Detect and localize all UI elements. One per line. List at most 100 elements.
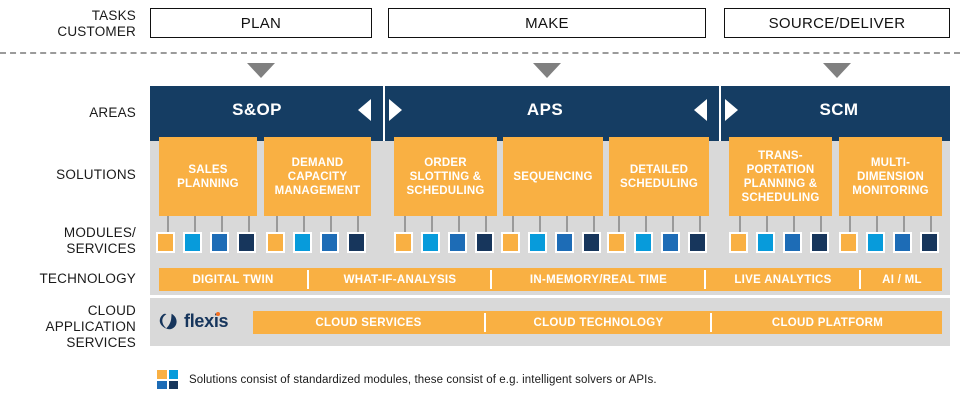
module-connector-line [903,216,905,232]
module-square[interactable] [319,232,339,253]
area-divider-line-2 [719,86,721,141]
module-square[interactable] [838,232,858,253]
module-square[interactable] [292,232,312,253]
solution-order-slotting-scheduling[interactable]: ORDER SLOTTING & SCHEDULING [394,137,497,216]
customer-task-make[interactable]: MAKE [388,8,706,38]
module-connector-line [617,216,620,232]
area-divider-line-1 [383,86,385,141]
module-square[interactable] [688,232,707,253]
flow-arrow-make [533,63,561,78]
module-connector-line [849,216,851,232]
technology-live-analytics[interactable]: LIVE ANALYTICS [707,268,859,291]
module-square[interactable] [346,232,366,253]
customer-task-source-deliver[interactable]: SOURCE/DELIVER [724,8,950,38]
module-square[interactable] [501,232,520,253]
module-connector-line [565,216,568,232]
cloud-services[interactable]: CLOUD SERVICES [253,311,484,334]
module-square[interactable] [582,232,601,253]
module-square[interactable] [265,232,285,253]
flexis-wordmark-text: flexis [184,311,229,331]
module-connector-line [357,216,359,232]
legend-swatch-2 [157,380,167,389]
legend-swatch-1 [168,370,178,379]
legend-text: Solutions consist of standardized module… [189,373,657,386]
section-divider-dashed [0,52,960,54]
row-label-modules-services: MODULES/ SERVICES [63,225,136,256]
module-square[interactable] [210,232,229,253]
module-connector-line [766,216,768,232]
area-arrow-right-2 [725,99,738,121]
legend-swatch-icon [157,370,178,389]
module-connector-line [276,216,278,232]
module-square[interactable] [755,232,775,253]
module-square[interactable] [892,232,912,253]
technology-in-memory-real-time[interactable]: IN-MEMORY/REAL TIME [493,268,704,291]
module-connector-line [431,216,433,232]
cloud-separator-2 [710,313,712,332]
row-label-areas: AREAS [89,105,136,120]
module-connector-line [739,216,741,232]
legend: Solutions consist of standardized module… [157,370,657,389]
module-connector-line [671,216,674,232]
row-label-tasks-customer: TASKS CUSTOMER [57,8,136,39]
module-square[interactable] [237,232,256,253]
technology-what-if-analysis[interactable]: WHAT-IF-ANALYSIS [310,268,490,291]
module-square[interactable] [782,232,802,253]
module-square[interactable] [528,232,547,253]
module-square[interactable] [919,232,939,253]
module-square[interactable] [420,232,440,253]
areas-band [150,86,950,141]
module-square[interactable] [865,232,885,253]
module-square[interactable] [393,232,413,253]
module-connector-line [193,216,196,232]
module-connector-line [220,216,223,232]
area-arrow-left-2 [694,99,707,121]
technology-separator-1 [307,270,309,289]
module-connector-line [820,216,822,232]
technology-ai-ml[interactable]: AI / ML [862,268,942,291]
row-label-cloud-application-services: CLOUD APPLICATION SERVICES [45,303,136,350]
module-connector-line [592,216,595,232]
module-connector-line [330,216,332,232]
solution-demand-capacity-management[interactable]: DEMAND CAPACITY MANAGEMENT [264,137,371,216]
technology-separator-3 [704,270,706,289]
module-square[interactable] [634,232,653,253]
solution-sequencing[interactable]: SEQUENCING [503,137,603,216]
solution-detailed-scheduling[interactable]: DETAILED SCHEDULING [609,137,709,216]
row-label-solutions: SOLUTIONS [56,167,136,182]
module-square[interactable] [809,232,829,253]
module-square[interactable] [474,232,494,253]
cloud-separator-1 [484,313,486,332]
solution-sales-planning[interactable]: SALES PLANNING [159,137,257,216]
area-label-scm[interactable]: SCM [819,100,859,119]
module-connector-line [404,216,406,232]
module-square[interactable] [447,232,467,253]
cloud-platform[interactable]: CLOUD PLATFORM [713,311,942,334]
module-connector-line [166,216,169,232]
module-connector-line [698,216,701,232]
module-connector-line [247,216,250,232]
solution-multi-dimension-monitoring[interactable]: MULTI- DIMENSION MONITORING [839,137,942,216]
module-square[interactable] [728,232,748,253]
solution-transportation-planning-scheduling[interactable]: TRANS- PORTATION PLANNING & SCHEDULING [729,137,832,216]
module-square[interactable] [661,232,680,253]
module-square[interactable] [156,232,175,253]
customer-task-plan[interactable]: PLAN [150,8,372,38]
technology-separator-4 [859,270,861,289]
module-square[interactable] [555,232,574,253]
module-connector-line [303,216,305,232]
flexis-droplet-icon [159,312,181,332]
module-connector-line [458,216,460,232]
module-connector-line [876,216,878,232]
module-square[interactable] [607,232,626,253]
row-label-technology: TECHNOLOGY [39,271,136,286]
module-square[interactable] [183,232,202,253]
cloud-technology[interactable]: CLOUD TECHNOLOGY [487,311,710,334]
area-label-aps[interactable]: APS [526,100,564,119]
area-label-sop[interactable]: S&OP [232,100,282,119]
legend-swatch-3 [168,380,178,389]
module-connector-line [511,216,514,232]
module-connector-line [793,216,795,232]
technology-digital-twin[interactable]: DIGITAL TWIN [159,268,307,291]
